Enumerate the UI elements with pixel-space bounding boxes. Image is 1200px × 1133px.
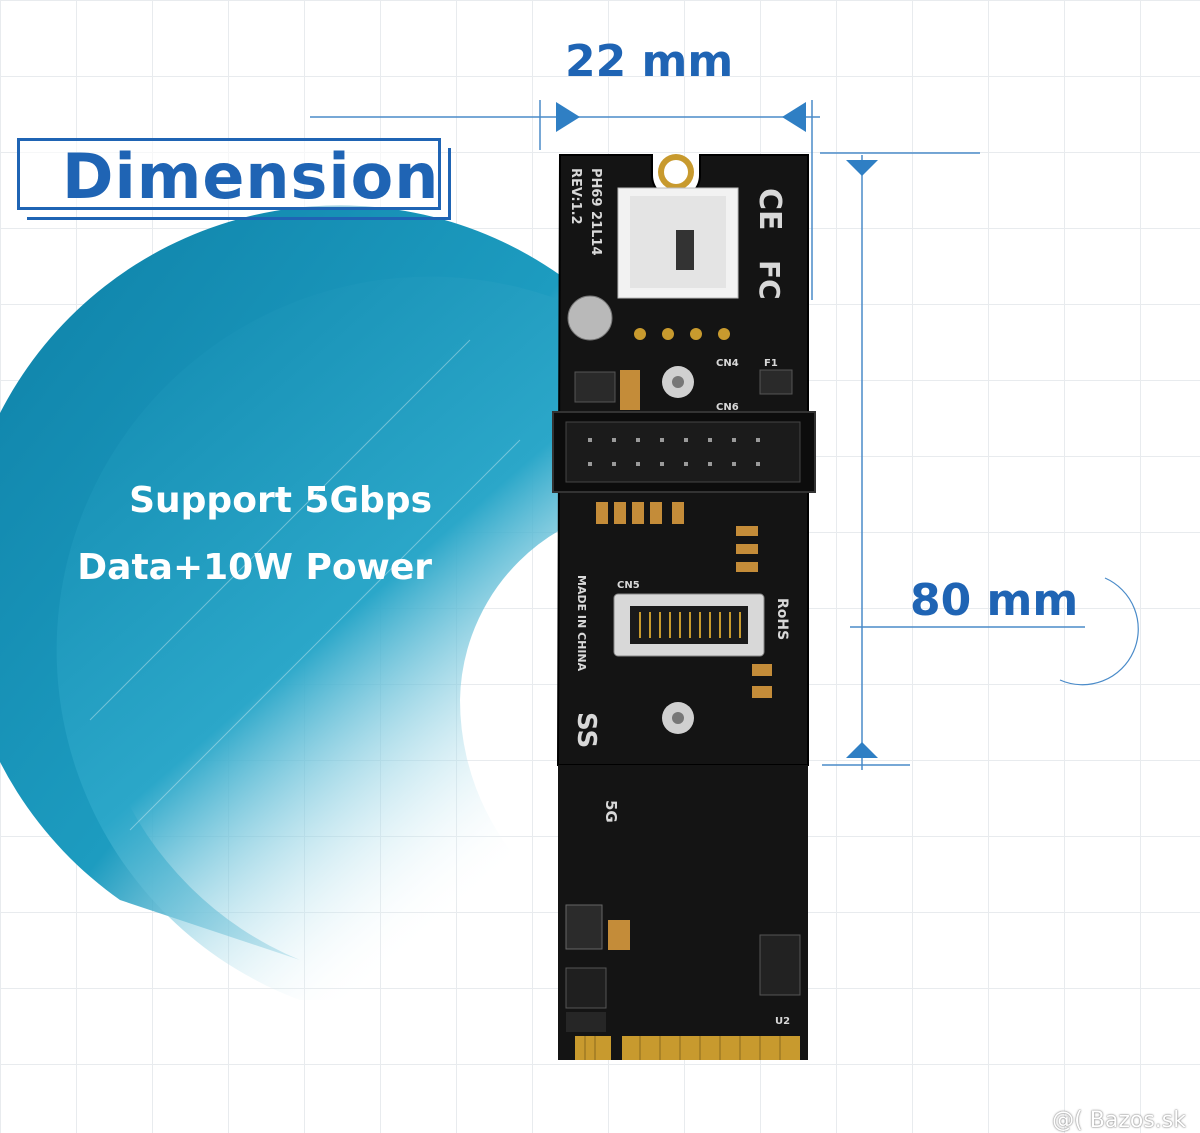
page-title: Dimension (62, 140, 440, 213)
cn4-label: CN4 (716, 358, 739, 369)
header-pins (588, 438, 760, 466)
cn6-label: CN6 (716, 402, 739, 413)
heading-frame-shadow (27, 148, 451, 220)
edge-contacts-left (575, 1036, 611, 1060)
length-label: 80 mm (910, 575, 1079, 626)
feature-power: Data+10W Power (77, 547, 432, 588)
fc-mark: FC (753, 260, 786, 300)
cn5-label: CN5 (617, 580, 640, 591)
watermark: @( Bazos.sk (1052, 1108, 1186, 1133)
arrow-bottom (846, 742, 878, 758)
rohs-text: RoHS (774, 598, 790, 640)
decor-circle (1059, 577, 1139, 686)
length-dimension (820, 152, 1085, 770)
inductor (565, 904, 603, 950)
feature-speed: Support 5Gbps (129, 480, 432, 521)
edge-contacts-right (622, 1036, 800, 1060)
speed-text: 5G (602, 800, 620, 823)
watermark-text: Bazos.sk (1089, 1108, 1186, 1133)
width-label: 22 mm (565, 36, 734, 87)
inner-arc (56, 276, 560, 1000)
pcb-board: PH69 21L14 REV:1.2 CE FC MADE IN CHINA R… (552, 154, 816, 1060)
ce-mark: CE (752, 188, 787, 231)
arrow-left (556, 102, 580, 132)
f1-label: F1 (764, 358, 778, 369)
made-in-text: MADE IN CHINA (575, 575, 588, 672)
usb-ss-logo: SS (571, 712, 601, 748)
revision-text: REV:1.2 (568, 168, 583, 225)
model-text: PH69 21L14 (588, 168, 603, 256)
outer-arc (0, 205, 560, 960)
heading-frame (17, 138, 441, 210)
arrow-right (782, 102, 806, 132)
arrow-top (846, 160, 878, 176)
u2-label: U2 (775, 1016, 790, 1027)
